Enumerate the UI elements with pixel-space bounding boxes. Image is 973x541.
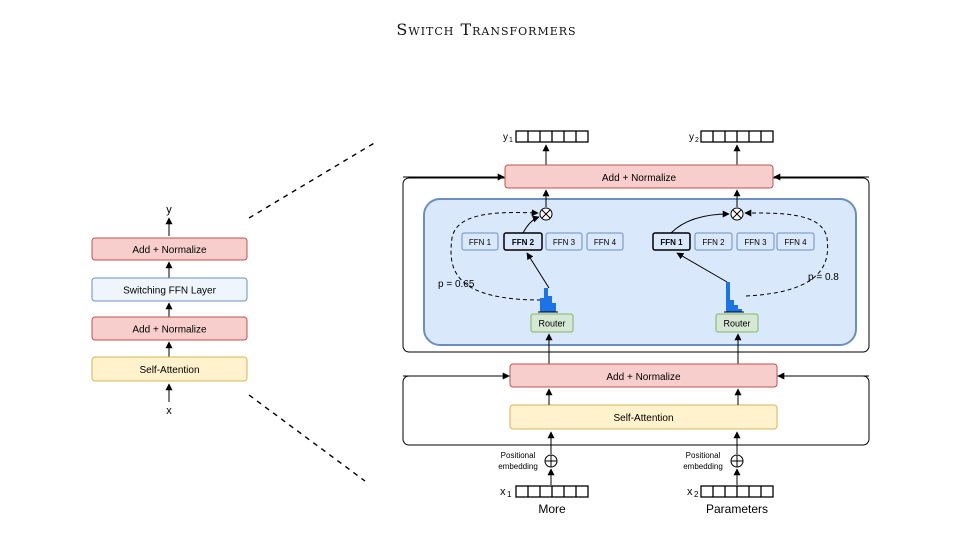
right-expert-output-path (670, 210, 730, 234)
multiply-node-right (730, 207, 744, 221)
left-self-attention (91, 356, 248, 382)
left-encoder-stack: y Add + Normalize Switching FFN Layer Ad… (91, 204, 248, 417)
right-self-attention (509, 404, 778, 430)
switch-ffn-region (423, 198, 857, 346)
ffn-right-2 (694, 232, 733, 251)
left-expert-output-path (522, 215, 540, 234)
right-gate-dashed-path (744, 209, 829, 297)
output-2-subscript: 2 (695, 137, 699, 144)
input-token-2: x 2 (687, 485, 774, 499)
left-switching-ffn-layer (91, 277, 248, 302)
ffn-right-3-label: FFN 3 (744, 238, 767, 247)
left-router-histogram (538, 288, 558, 313)
page-title: Switch Transformers (396, 20, 577, 39)
ffn-left-1-label: FFN 1 (469, 238, 492, 247)
ffn-right-4 (776, 232, 815, 251)
bottom-add-normalize-label: Add + Normalize (606, 372, 681, 383)
ffn-right-3 (736, 232, 775, 251)
left-self-attention-label: Self-Attention (139, 365, 199, 376)
expert-group-right: FFN 1 FFN 2 FFN 3 FFN 4 (652, 232, 815, 251)
left-add-normalize-bottom-label: Add + Normalize (132, 325, 207, 336)
left-gate-dashed-path (450, 209, 542, 301)
input-token-1: x 1 (500, 485, 589, 499)
plus-node-left (544, 454, 558, 468)
ffn-left-1 (461, 232, 499, 251)
right-gate-probability: p = 0.8 (808, 272, 839, 283)
left-add-normalize-bottom (91, 316, 248, 341)
output-token-2: y 2 (689, 130, 774, 144)
ffn-left-3-label: FFN 3 (553, 238, 576, 247)
right-router-to-ffn-arrow (676, 252, 728, 283)
left-add-normalize-top (91, 237, 248, 261)
ffn-left-4-label: FFN 4 (594, 238, 617, 247)
router-right-label: Router (723, 319, 750, 329)
positional-embedding-right-line1: Positional (686, 451, 721, 460)
left-input-label: x (166, 405, 172, 417)
input-2-subscript: 2 (694, 490, 699, 499)
multiply-node-left (539, 207, 553, 221)
ffn-right-4-label: FFN 4 (784, 238, 807, 247)
router-right (715, 313, 759, 333)
output-2-label: y (689, 132, 694, 143)
expert-group-left: FFN 1 FFN 2 FFN 3 FFN 4 (461, 232, 624, 251)
zoom-line-bottom (248, 394, 366, 482)
input-1-subscript: 1 (507, 490, 512, 499)
top-add-normalize (504, 164, 774, 189)
router-left-label: Router (538, 319, 565, 329)
left-switching-ffn-label: Switching FFN Layer (123, 286, 216, 297)
output-token-1: y 1 (503, 130, 589, 144)
right-router-histogram (724, 282, 744, 313)
input-2-label: x (687, 486, 693, 498)
positional-embedding-left-line1: Positional (501, 451, 536, 460)
left-router-to-ffn-arrow (526, 252, 550, 289)
top-add-normalize-label: Add + Normalize (602, 173, 677, 184)
plus-node-right (730, 454, 744, 468)
zoom-line-top (248, 141, 377, 219)
ffn-left-2-label: FFN 2 (512, 238, 535, 247)
token-more: More (538, 502, 566, 516)
positional-embedding-right-line2: embedding (683, 462, 723, 471)
output-1-subscript: 1 (509, 137, 513, 144)
output-1-label: y (503, 132, 508, 143)
ffn-left-3 (545, 232, 583, 251)
ffn-left-4 (586, 232, 624, 251)
router-left (530, 313, 574, 333)
right-self-attention-label: Self-Attention (613, 413, 673, 424)
left-output-label: y (166, 204, 172, 216)
left-add-normalize-top-label: Add + Normalize (132, 245, 207, 256)
input-1-label: x (500, 486, 506, 498)
ffn-right-2-label: FFN 2 (702, 238, 725, 247)
positional-embedding-left-line2: embedding (498, 462, 538, 471)
left-gate-probability: p = 0.65 (438, 279, 475, 290)
bottom-add-normalize (509, 363, 778, 388)
ffn-right-1-label: FFN 1 (660, 238, 683, 247)
token-parameters: Parameters (706, 502, 768, 516)
